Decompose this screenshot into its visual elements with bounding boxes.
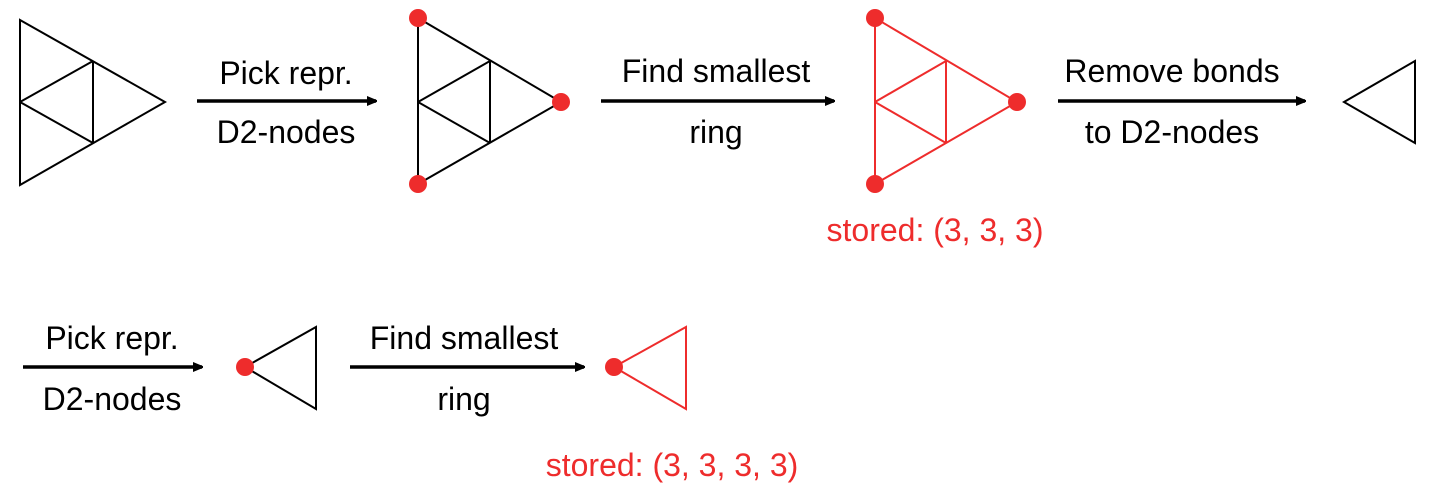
graph-reduced-with-d2-node (236, 325, 317, 411)
label-find-smallest-1: Find smallest (622, 53, 811, 89)
graph-with-d2-nodes (409, 9, 570, 193)
d2-node (1008, 93, 1026, 111)
label-pick-repr-1: Pick repr. (219, 55, 352, 91)
d2-node (409, 175, 427, 193)
graph-smallest-ring-1 (866, 9, 1026, 193)
d2-node (409, 9, 427, 27)
stored-label-2: stored: (3, 3, 3, 3) (546, 447, 799, 483)
label-find-smallest-2: Find smallest (370, 320, 559, 356)
label-remove-bonds: Remove bonds (1064, 53, 1279, 89)
label-ring-1: ring (689, 114, 742, 150)
d2-node (866, 175, 884, 193)
stored-label-1: stored: (3, 3, 3) (827, 212, 1044, 248)
d2-node (552, 93, 570, 111)
d2-node (236, 358, 254, 376)
d2-node (866, 9, 884, 27)
label-d2-nodes-2: D2-nodes (43, 381, 182, 417)
label-to-d2-nodes: to D2-nodes (1085, 114, 1259, 150)
label-pick-repr-2: Pick repr. (45, 320, 178, 356)
d2-node (605, 358, 623, 376)
label-d2-nodes-1: D2-nodes (217, 114, 356, 150)
label-ring-2: ring (437, 381, 490, 417)
graph-reduced (1342, 59, 1416, 145)
graph-smallest-ring-2 (605, 325, 687, 411)
graph-original (19, 18, 168, 187)
